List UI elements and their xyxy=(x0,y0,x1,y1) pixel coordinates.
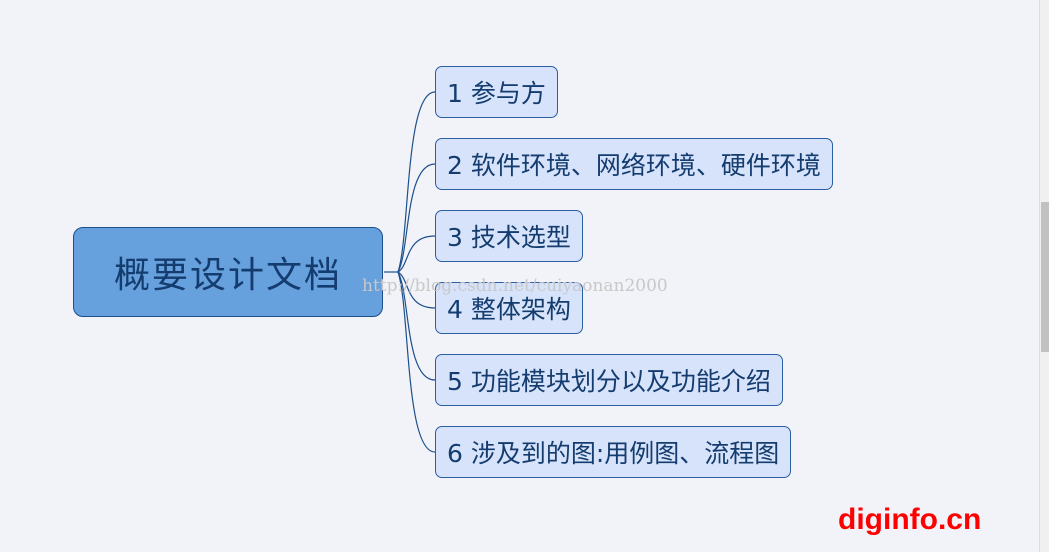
subtopic-6[interactable]: 6 涉及到的图:用例图、流程图 xyxy=(435,426,792,478)
logo: diginfo.cn xyxy=(838,503,982,536)
branch-line xyxy=(397,271,436,453)
subtopic-2[interactable]: 2 软件环境、网络环境、硬件环境 xyxy=(435,138,833,190)
scrollbar-thumb[interactable] xyxy=(1041,202,1049,352)
subtopic-1[interactable]: 1 参与方 xyxy=(435,66,558,118)
root-topic-label: 概要设计文档 xyxy=(113,255,342,296)
subtopic-label: 4 整体架构 xyxy=(447,295,571,324)
root-topic[interactable]: 概要设计文档 xyxy=(73,227,383,317)
subtopic-label: 6 涉及到的图:用例图、流程图 xyxy=(447,439,780,468)
branch-line xyxy=(397,163,436,273)
subtopic-5[interactable]: 5 功能模块划分以及功能介绍 xyxy=(435,354,783,406)
branch-line xyxy=(397,235,436,273)
subtopic-label: 1 参与方 xyxy=(447,79,546,108)
subtopic-label: 5 功能模块划分以及功能介绍 xyxy=(447,367,771,396)
watermark: http://blog.csdn.net/cuiyaonan2000 xyxy=(362,276,668,296)
vertical-scrollbar[interactable] xyxy=(1039,0,1049,552)
branch-line xyxy=(397,271,436,309)
subtopic-3[interactable]: 3 技术选型 xyxy=(435,210,583,262)
subtopic-label: 2 软件环境、网络环境、硬件环境 xyxy=(447,151,821,180)
branch-line xyxy=(397,271,436,381)
branch-line xyxy=(397,91,436,273)
subtopic-label: 3 技术选型 xyxy=(447,223,571,252)
subtopic-4[interactable]: 4 整体架构 xyxy=(435,282,583,334)
